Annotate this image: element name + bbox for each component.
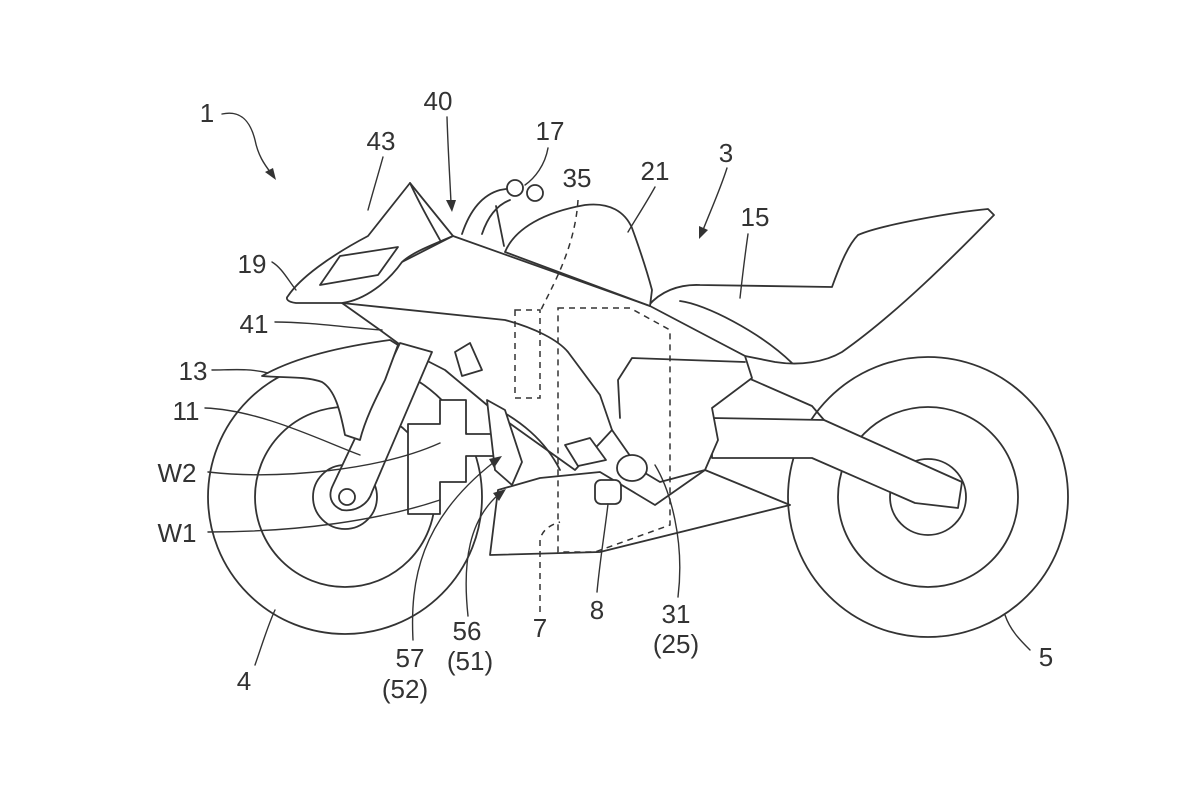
label-25: (25) <box>653 629 699 659</box>
handlebar-grip-right <box>526 184 544 202</box>
arrow-40 <box>446 200 456 212</box>
leader-43 <box>367 156 384 211</box>
lower-fairing-vent <box>564 437 607 467</box>
label-13: 13 <box>179 356 208 386</box>
front-fork <box>329 342 433 512</box>
leader-31 <box>654 464 681 598</box>
label-8: 8 <box>590 595 604 625</box>
seat-underside-line <box>679 300 793 364</box>
lower-belly-cowl <box>489 469 791 556</box>
leader-W2 <box>207 442 441 476</box>
leader-15 <box>739 233 749 299</box>
label-17: 17 <box>536 116 565 146</box>
leader-4 <box>254 609 276 666</box>
leader-17 <box>524 147 549 186</box>
label-4: 4 <box>237 666 251 696</box>
label-1: 1 <box>200 98 214 128</box>
leader-56 <box>465 494 499 617</box>
leader-5 <box>1004 614 1031 651</box>
handlebar-grip-left <box>506 179 524 197</box>
label-21: 21 <box>641 156 670 186</box>
label-52: (52) <box>382 674 428 704</box>
drive-unit-pulley <box>616 454 648 482</box>
rear-frame-rail <box>747 377 825 421</box>
label-35: 35 <box>563 163 592 193</box>
label-57: 57 <box>396 643 425 673</box>
arrow-1 <box>265 168 276 180</box>
fairing-crease-line <box>341 302 613 431</box>
label-51: (51) <box>447 646 493 676</box>
label-W2: W2 <box>158 458 197 488</box>
label-W1: W1 <box>158 518 197 548</box>
label-7: 7 <box>533 613 547 643</box>
leader-1 <box>221 112 272 174</box>
label-3: 3 <box>719 138 733 168</box>
arrow-56 <box>493 489 506 501</box>
leader-11 <box>204 407 361 456</box>
hidden-battery-31 <box>557 307 671 553</box>
front-fairing-vent <box>454 342 483 377</box>
windscreen-edge <box>409 182 441 241</box>
arrow-3 <box>699 226 708 239</box>
label-43: 43 <box>367 126 396 156</box>
handlebar-tube-outer <box>461 187 513 235</box>
leader-57 <box>411 461 495 641</box>
leader-19 <box>271 261 297 291</box>
swingarm <box>711 417 963 509</box>
drive-unit-housing <box>594 479 622 505</box>
hidden-component-35 <box>514 309 541 399</box>
handlebar-tube-inner <box>481 199 511 235</box>
hidden-leader-35 <box>539 199 579 313</box>
label-41: 41 <box>240 309 269 339</box>
label-19: 19 <box>238 249 267 279</box>
leader-13 <box>211 368 269 374</box>
steering-stem <box>495 205 505 247</box>
leader-40 <box>446 116 452 204</box>
headlight <box>319 246 399 286</box>
front-fender <box>261 339 399 441</box>
label-15: 15 <box>741 202 770 232</box>
rear-cowl-seat <box>647 208 995 365</box>
leader-W1 <box>207 499 441 533</box>
leader-8 <box>596 503 609 593</box>
fairing-notch-line <box>617 357 746 419</box>
leader-21 <box>627 186 656 233</box>
label-56: 56 <box>453 616 482 646</box>
arrow-57 <box>489 456 502 468</box>
label-11: 11 <box>173 396 200 426</box>
leader-41 <box>274 321 383 331</box>
leader-3 <box>702 167 728 231</box>
label-5: 5 <box>1039 642 1053 672</box>
fuel-tank <box>504 203 653 307</box>
label-31: 31 <box>662 599 691 629</box>
front-axle <box>338 488 356 506</box>
label-40: 40 <box>424 86 453 116</box>
drive-unit-part <box>594 454 648 505</box>
handlebar <box>461 179 544 247</box>
